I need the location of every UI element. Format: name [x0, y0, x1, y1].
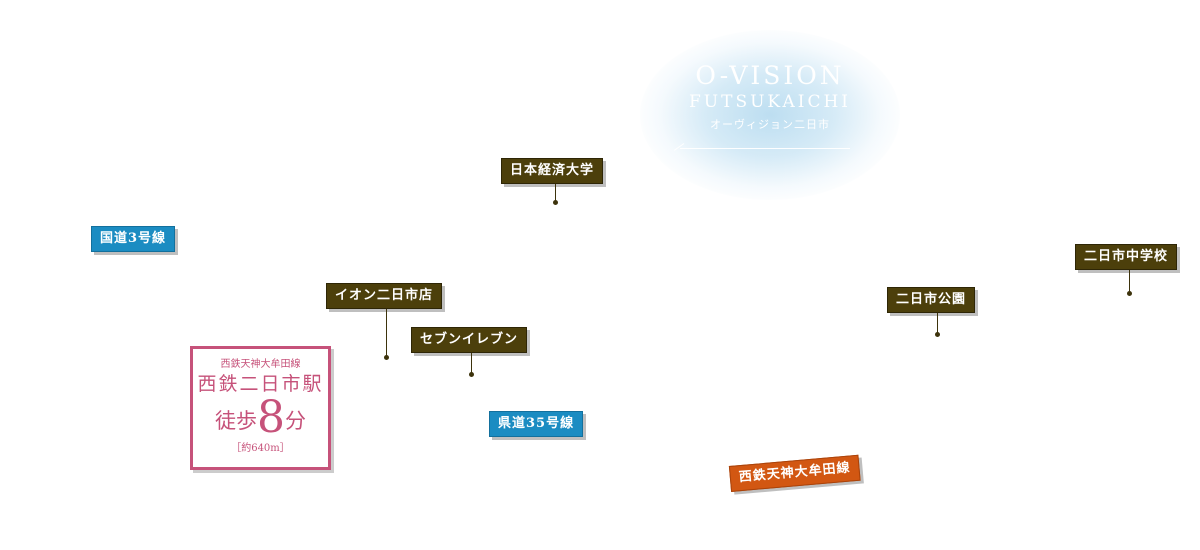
brand-title-line2: FUTSUKAICHI — [689, 92, 851, 112]
landmark-futsukaichi-park: 二日市公園 — [887, 287, 976, 313]
landmark-pin-futsukaichi-jhs — [1127, 270, 1132, 296]
walk-minutes: 8 — [257, 392, 285, 443]
brand-logo: O-VISION FUTSUKAICHI オーヴィジョン二日市 — [660, 62, 880, 133]
station-walk-time: 徒歩8分 — [193, 396, 328, 442]
landmark-pin-nikkei-university — [553, 184, 558, 205]
landmark-pin-futsukaichi-park — [935, 313, 940, 337]
brand-pointer-line — [680, 148, 850, 149]
walk-prefix: 徒歩 — [215, 409, 257, 433]
station-name: 西鉄二日市駅 — [197, 373, 324, 395]
landmark-nikkei-university: 日本経済大学 — [501, 158, 604, 184]
brand-subtitle: オーヴィジョン二日市 — [710, 118, 830, 131]
walk-suffix: 分 — [285, 409, 306, 433]
brand-title-line1: O-VISION — [695, 61, 845, 90]
landmark-futsukaichi-jhs: 二日市中学校 — [1075, 244, 1178, 270]
station-distance: ［約640m］ — [231, 443, 290, 454]
road-label-prefectural-35: 県道35号線 — [489, 411, 584, 437]
brand-glow — [640, 30, 900, 200]
landmark-seven-eleven: セブンイレブン — [411, 327, 528, 353]
landmark-pin-seven-eleven — [469, 353, 474, 377]
road-label-route-3: 国道3号線 — [91, 226, 176, 252]
landmark-pin-aeon — [384, 309, 389, 360]
landmark-aeon: イオン二日市店 — [326, 283, 443, 309]
station-info-box: 西鉄天神大牟田線 西鉄二日市駅 徒歩8分 ［約640m］ — [190, 346, 331, 470]
station-line-name: 西鉄天神大牟田線 — [220, 359, 301, 370]
railway-label: 西鉄天神大牟田線 — [728, 454, 861, 492]
